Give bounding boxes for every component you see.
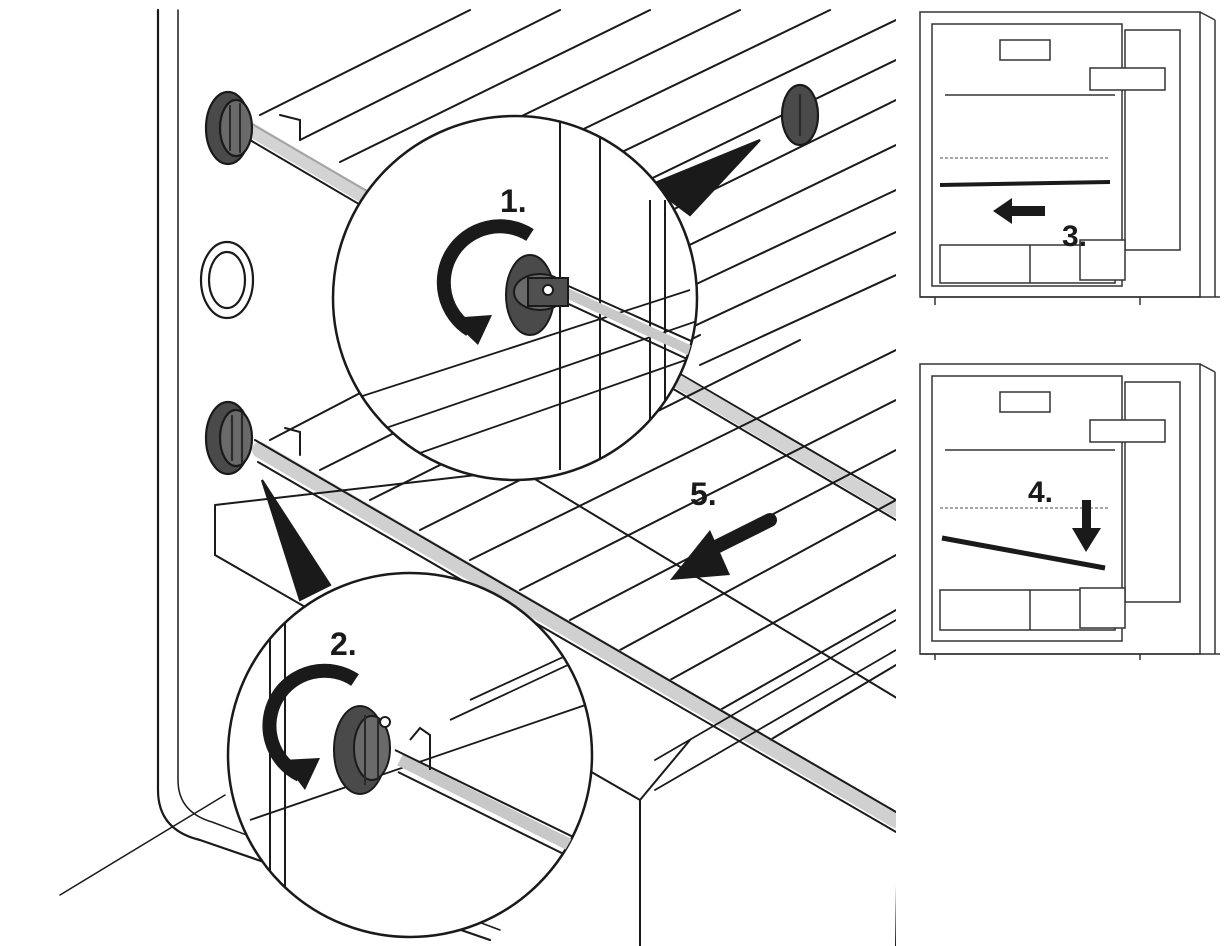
rotate-arrow-icon <box>262 663 359 790</box>
step-3-label: 3. <box>1062 220 1087 253</box>
thumbnail-step-3: 3. <box>917 8 1222 308</box>
arrow-icon <box>1072 500 1101 552</box>
lower-shelf-rail <box>254 439 896 833</box>
step-1-label: 1. <box>500 183 527 219</box>
pointer-wedge-bottom <box>260 479 332 602</box>
lower-left-knob <box>204 400 254 476</box>
thumbnail-step-4: 4. <box>917 360 1222 660</box>
cabinet-wall <box>156 8 492 942</box>
floor-line <box>59 794 226 896</box>
rotate-arrow-icon <box>436 219 534 345</box>
top-right-knob <box>780 83 820 147</box>
step-2-label: 2. <box>330 626 357 662</box>
top-left-knob <box>204 90 254 166</box>
step-4-label: 4. <box>1028 476 1053 509</box>
zoom-circle-step-1: 1. <box>331 114 699 482</box>
wall-hole <box>199 240 255 320</box>
step-5-arrow <box>670 513 777 580</box>
step-5-label: 5. <box>690 476 717 512</box>
zoom-circle-step-2: 2. <box>226 571 594 939</box>
cabinet-wall-inner <box>177 9 501 931</box>
pointer-wedge-top <box>647 138 761 217</box>
arrow-icon <box>993 198 1045 224</box>
